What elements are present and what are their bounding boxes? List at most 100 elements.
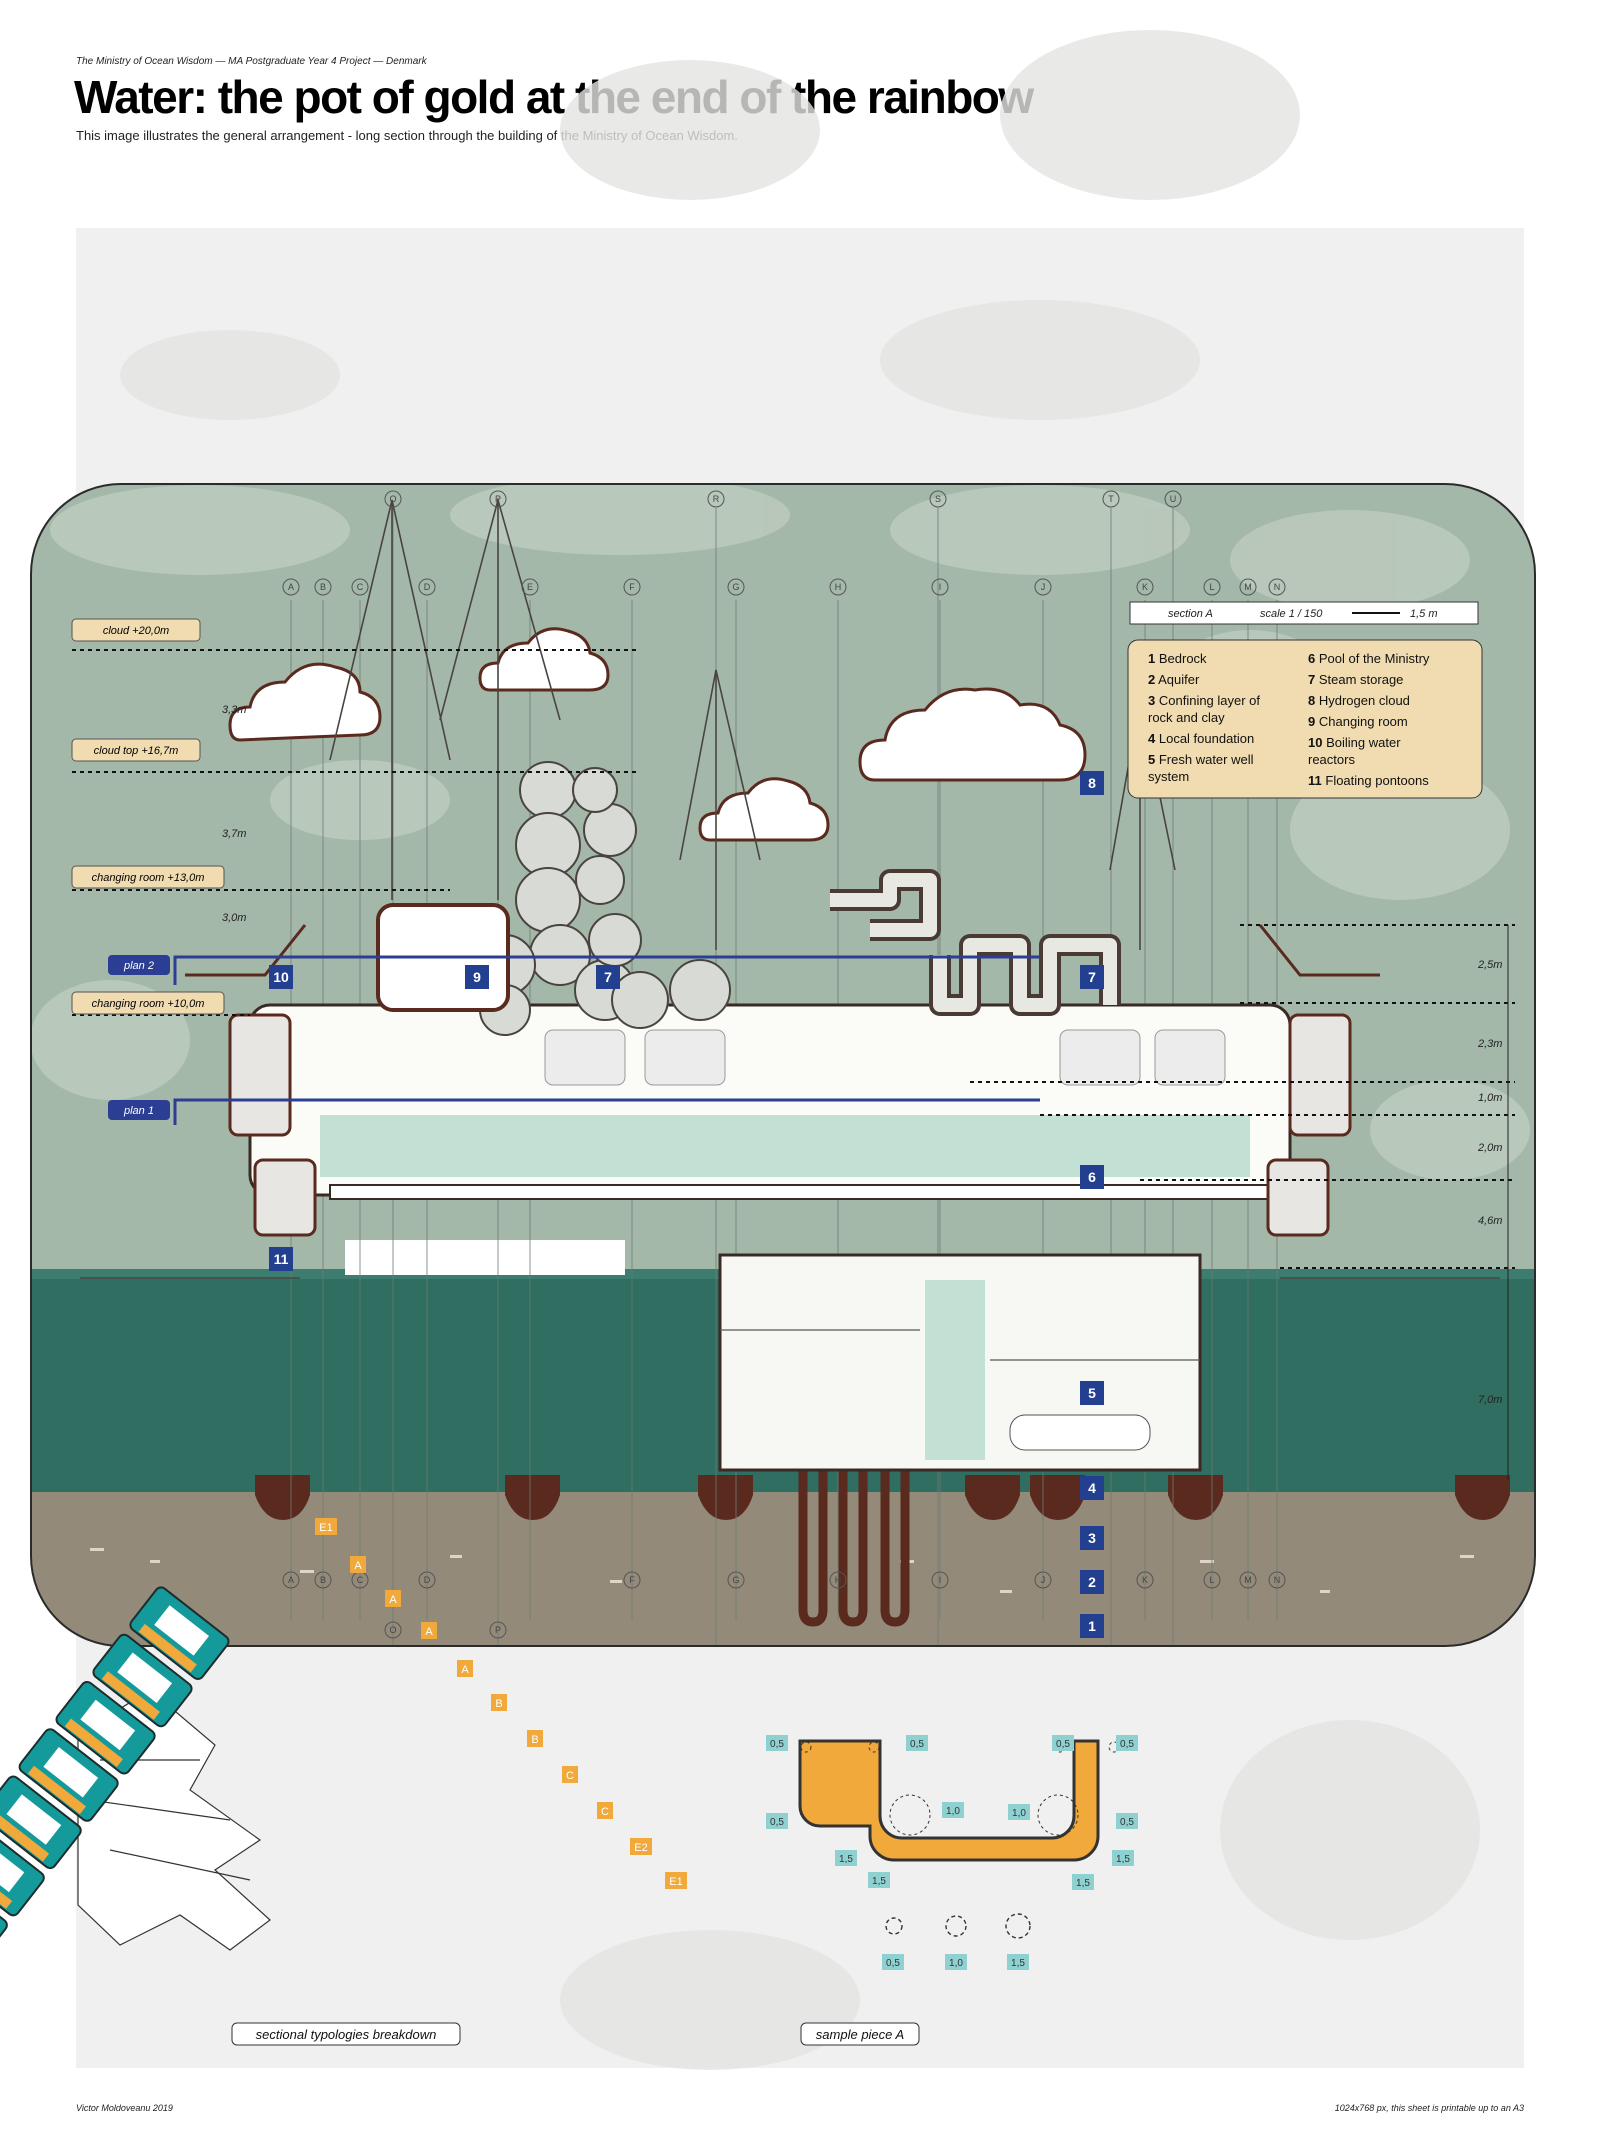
page-title: Water: the pot of gold at the end of the… <box>74 71 1034 123</box>
legend-item-7: 7 Steam storage <box>1308 672 1403 687</box>
grid-label-M: M <box>1244 582 1252 592</box>
legend-item-3: 3 Confining layer of <box>1148 693 1260 708</box>
sample-dim: 1,0 <box>946 1806 960 1817</box>
grid-label-L: L <box>1209 1575 1214 1585</box>
legend-item-2: 2 Aquifer <box>1148 672 1200 687</box>
hydrogen-clouds <box>228 627 1087 842</box>
marker-7b: 7 <box>1088 969 1096 985</box>
steam-storage-bubbles <box>474 761 731 1036</box>
sample-dim: 0,5 <box>770 1739 784 1750</box>
legend-item-5: 5 Fresh water well <box>1148 752 1254 767</box>
grid-label-D: D <box>424 1575 431 1585</box>
grid-label-B: B <box>320 1575 326 1585</box>
marker-9: 9 <box>473 969 481 985</box>
sample-dimension-tags: 0,5 0,5 0,5 0,5 0,5 0,5 1,0 1,0 1,5 1,5 … <box>766 1735 1138 1970</box>
section-frame-content <box>31 484 1535 1646</box>
grid-label-M: M <box>1244 1575 1252 1585</box>
dim-left-3: 3,0m <box>222 912 246 924</box>
seabed-ground <box>31 1492 1535 1646</box>
grid-label-D: D <box>424 582 431 592</box>
dim-right-4: 2,0m <box>1477 1142 1502 1154</box>
level-tags: cloud +20,0m cloud top +16,7m changing r… <box>71 618 225 1120</box>
grid-label-K: K <box>1142 1575 1148 1585</box>
marker-8: 8 <box>1088 775 1096 791</box>
hull-windows <box>544 1029 1226 1086</box>
grid-label-R: R <box>713 494 720 504</box>
grid-label-C: C <box>357 1575 364 1585</box>
hull-rim <box>329 1184 1281 1200</box>
typology-tags: E1 A A A A B B C C E2 E1 <box>315 1518 687 1889</box>
dim-right-5: 4,6m <box>1478 1215 1502 1227</box>
sample-dim: 0,5 <box>886 1958 900 1969</box>
grid-label-B: B <box>320 582 326 592</box>
section-frame-border <box>30 483 1536 1647</box>
grid-label-I: I <box>939 1575 942 1585</box>
grid-label-P: P <box>495 494 501 504</box>
breakdown-label: sectional typologies breakdown <box>256 2027 437 2042</box>
grid-label-N: N <box>1274 1575 1281 1585</box>
tag-C-1: C <box>566 1770 574 1782</box>
dim-right-6: 7,0m <box>1478 1394 1502 1406</box>
legend-item-3-line2: rock and clay <box>1148 710 1225 725</box>
grid-label-A: A <box>288 582 294 592</box>
level-tag-changing-10: changing room +10,0m <box>92 998 205 1010</box>
grid-label-U: U <box>1170 494 1177 504</box>
legend-item-6: 6 Pool of the Ministry <box>1308 651 1430 666</box>
number-markers: 8 10 9 7 7 6 11 5 4 3 2 1 <box>269 771 1104 1638</box>
sample-dim: 0,5 <box>1120 1739 1134 1750</box>
marker-4: 4 <box>1088 1480 1096 1496</box>
bg-cloud <box>560 60 820 200</box>
dim-right-1: 2,5m <box>1477 959 1502 971</box>
marker-5: 5 <box>1088 1385 1096 1401</box>
sample-dim: 1,5 <box>1116 1854 1130 1865</box>
bg-cloud <box>1000 30 1300 200</box>
grid-bubbles-mid <box>282 578 1286 1639</box>
marker-11: 11 <box>274 1251 289 1267</box>
basement-vessel <box>1009 1414 1151 1451</box>
level-lines <box>72 649 1515 1269</box>
footer-author: Victor Moldoveanu 2019 <box>76 2103 173 2113</box>
tag-A-1: A <box>354 1560 362 1572</box>
left-dimensions: 3,3m 3,7m 3,0m <box>222 704 246 924</box>
sample-dim: 1,5 <box>839 1854 853 1865</box>
tag-B-1: B <box>495 1698 502 1710</box>
grid-label-I: I <box>939 582 942 592</box>
sample-dim: 0,5 <box>1120 1817 1134 1828</box>
bg-cloud <box>560 1930 860 2070</box>
marker-3: 3 <box>1088 1530 1096 1546</box>
grid-label-F: F <box>629 582 635 592</box>
grid-label-S: S <box>935 494 941 504</box>
dim-right-2: 2,3m <box>1477 1038 1502 1050</box>
tag-A-2: A <box>389 1594 397 1606</box>
basement-floors <box>720 1329 1200 1361</box>
grid-label-O: O <box>389 494 396 504</box>
marker-6: 6 <box>1088 1169 1096 1185</box>
sample-label-box <box>800 2022 920 2046</box>
foundation-blocks <box>255 1475 1510 1520</box>
grid-labels-mid: A B C D E F G H I J K L M N A B C D F G … <box>288 582 1280 1635</box>
grid-label-J: J <box>1041 1575 1046 1585</box>
tag-C-2: C <box>601 1806 609 1818</box>
breakdown-label-box <box>231 2022 461 2046</box>
sample-label: sample piece A <box>816 2027 904 2042</box>
tag-E1-bottom: E1 <box>669 1876 682 1888</box>
legend-item-5-line2: system <box>1148 769 1189 784</box>
steam-pipes-inner <box>830 873 1117 1012</box>
legend-item-1: 1 Bedrock <box>1148 651 1207 666</box>
legend-right-col: 6 Pool of the Ministry 7 Steam storage 8… <box>1308 651 1430 788</box>
legend-item-10-line2: reactors <box>1308 752 1355 767</box>
grid-label-H: H <box>835 1575 842 1585</box>
marker-2: 2 <box>1088 1574 1096 1590</box>
plinth <box>345 1240 625 1275</box>
grid-label-L: L <box>1209 582 1214 592</box>
legend-left-col: 1 Bedrock 2 Aquifer 3 Confining layer of… <box>1148 651 1260 784</box>
reactors <box>228 1013 1352 1237</box>
grid-label-G: G <box>732 582 739 592</box>
legend-item-10: 10 Boiling water <box>1308 735 1401 750</box>
level-tag-cloud-top: cloud top +16,7m <box>94 745 179 757</box>
dim-left-1: 3,3m <box>222 704 246 716</box>
sample-dim: 1,0 <box>1012 1808 1026 1819</box>
legend-item-11: 11 Floating pontoons <box>1308 773 1429 788</box>
sample-dim: 1,0 <box>949 1958 963 1969</box>
